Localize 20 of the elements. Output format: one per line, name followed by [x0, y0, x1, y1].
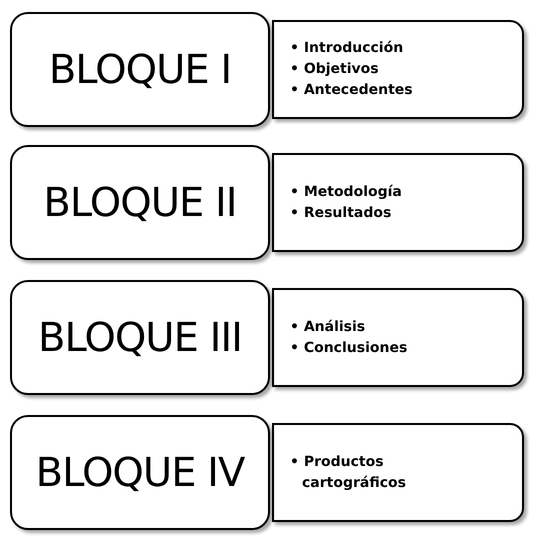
- block-title-box: [10, 415, 270, 530]
- bullet-item: • Resultados: [290, 204, 392, 222]
- topic-list-box: [272, 20, 524, 119]
- bullet-item: • Productos cartográficos: [290, 452, 407, 492]
- block-title: BLOQUE II: [43, 180, 237, 226]
- block-title: BLOQUE III: [38, 314, 242, 360]
- block-title-box: [10, 280, 270, 395]
- topic-list-box: [272, 153, 524, 252]
- block-title: BLOQUE IV: [36, 450, 244, 496]
- block-title-box: [10, 145, 270, 260]
- topic-list-box: [272, 423, 524, 522]
- bullet-item: • Análisis: [290, 318, 366, 336]
- topic-list-box: [272, 288, 524, 387]
- bullet-item: • Metodología: [290, 182, 403, 202]
- block-title: BLOQUE I: [48, 46, 232, 92]
- block-title-box: [10, 12, 270, 127]
- bullet-item: • Objetivos: [290, 60, 380, 79]
- bullet-item: • Introducción: [290, 39, 404, 58]
- bullet-item: • Antecedentes: [290, 81, 414, 100]
- bullet-item: • Conclusiones: [290, 338, 408, 358]
